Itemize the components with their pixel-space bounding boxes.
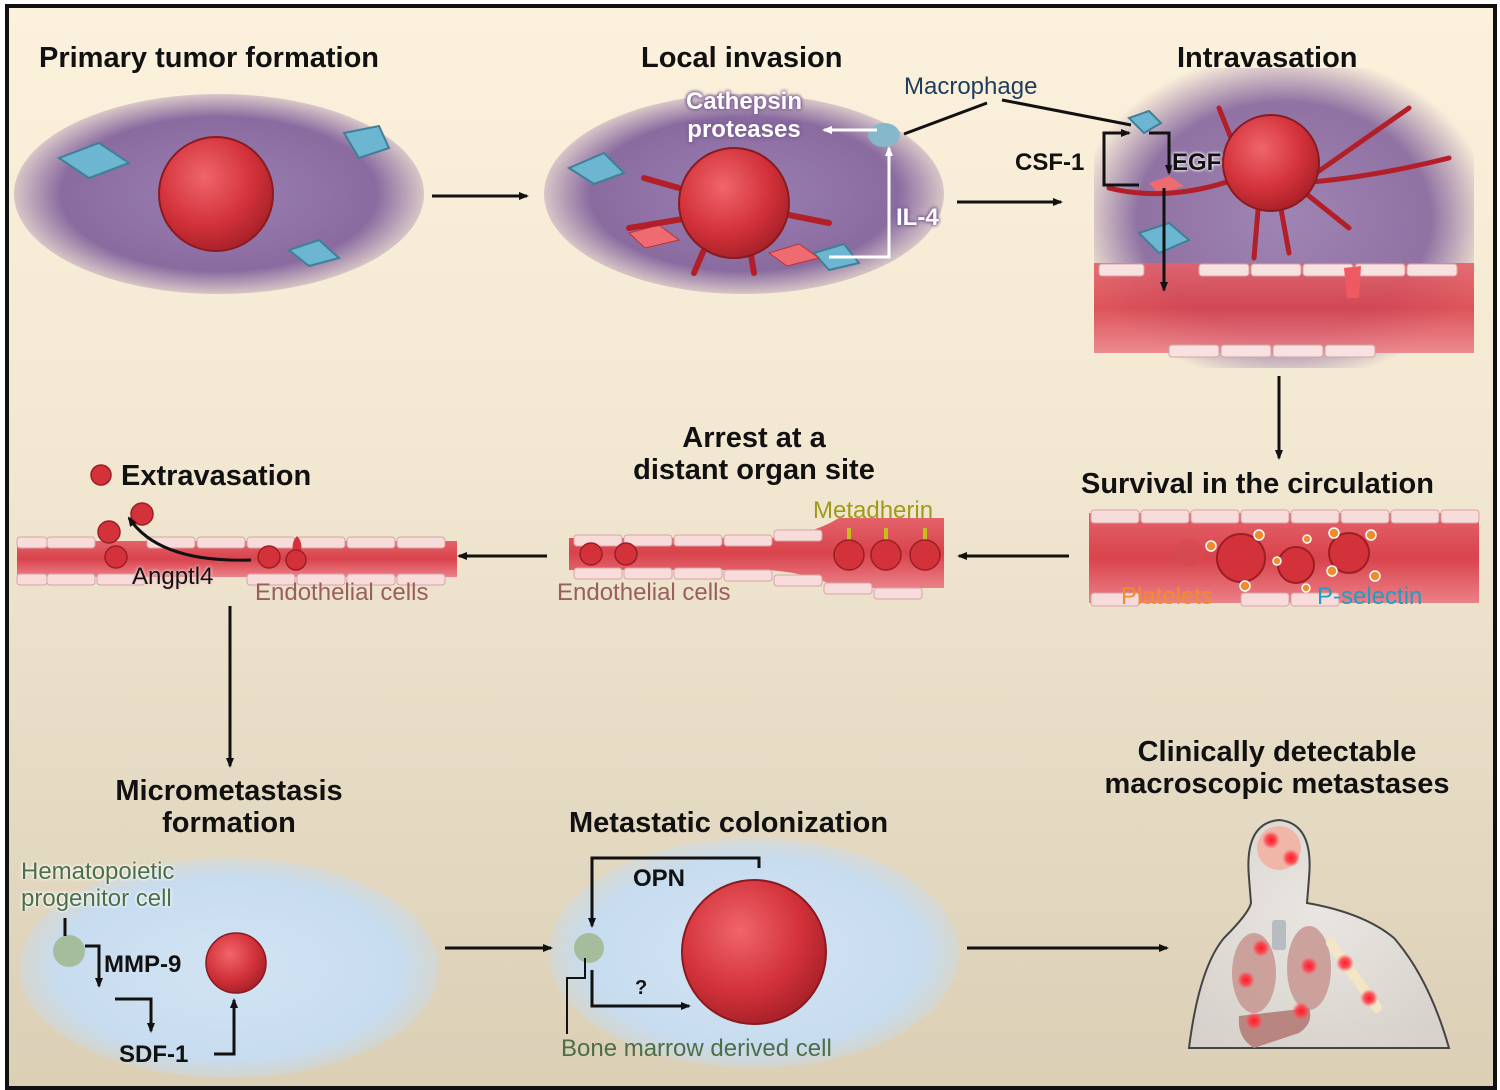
metastasis-hotspot-brain: [1282, 849, 1300, 867]
arrest-illustration: [569, 518, 944, 600]
stage-title-macroscopic-line2: macroscopic metastases: [1104, 768, 1450, 800]
metastasis-hotspot-lung: [1252, 939, 1270, 957]
angptl4-label: Angptl4: [132, 563, 214, 590]
bone-marrow-derived-cell-label: Bone marrow derived cell: [561, 1035, 832, 1062]
metastasis-hotspot-lung: [1237, 971, 1255, 989]
csf1-label: CSF-1: [1015, 149, 1085, 176]
circulating-tumor-cell: [1277, 546, 1315, 584]
stage-title-local-invasion: Local invasion: [641, 42, 843, 74]
colonization-illustration: [549, 838, 959, 1068]
extravasation-illustration: [16, 464, 457, 586]
macrophage-cell: [56, 141, 132, 180]
metastasis-hotspot-liver: [1245, 1012, 1263, 1030]
human-body-illustration: [1187, 818, 1451, 1049]
bone-marrow-derived-cell: [574, 933, 604, 963]
arrested-tumor-cell: [870, 539, 902, 571]
metastasis-hotspot-brain: [1262, 831, 1280, 849]
cathepsin-proteases-label: Cathepsin proteases: [674, 88, 814, 144]
cathepsin-line1: Cathepsin: [685, 88, 802, 115]
micrometastasis-illustration: [19, 858, 439, 1078]
stage-title-macroscopic-line1: Clinically detectable: [1137, 736, 1417, 768]
hematopoietic-line1: Hematopoietic: [21, 858, 175, 885]
unknown-factor-label: ?: [635, 977, 648, 999]
stage-title-intravasation: Intravasation: [1177, 42, 1358, 74]
cathepsin-line2: proteases: [687, 116, 801, 143]
tumor-cell-bullet-icon: [90, 464, 112, 486]
il4-label: IL-4: [896, 204, 939, 231]
arrested-tumor-cell: [909, 539, 941, 571]
endothelial-cells-label-arrest: Endothelial cells: [557, 579, 731, 606]
platelets-label: Platelets: [1121, 583, 1214, 610]
flow-arrows: [226, 192, 1283, 952]
stage-title-arrest-line2: distant organ site: [633, 454, 875, 486]
macrophage-cell: [868, 123, 900, 147]
opn-label: OPN: [633, 865, 686, 892]
metadherin-label: Metadherin: [813, 497, 934, 524]
mmp9-label: MMP-9: [104, 951, 182, 978]
p-selectin-label: P-selectin: [1317, 583, 1423, 610]
local-invasion-illustration: [544, 94, 944, 294]
stage-title-micrometastasis: Micrometastasis formation: [89, 775, 369, 839]
stage-title-micrometastasis-line2: formation: [162, 807, 296, 839]
stage-title-primary: Primary tumor formation: [39, 42, 379, 74]
colonizing-tumor: [681, 879, 827, 1025]
metastasis-hotspot-bone: [1360, 989, 1378, 1007]
invasive-tumor: [678, 147, 790, 259]
macrophage-label: Macrophage: [904, 73, 1038, 100]
angptl4-arrow: [127, 516, 252, 562]
stage-title-micrometastasis-line1: Micrometastasis: [115, 775, 343, 807]
trachea: [1272, 920, 1286, 950]
intravasating-tumor: [1222, 114, 1320, 212]
stage-title-survival: Survival in the circulation: [1081, 468, 1434, 500]
metastasis-hotspot-liver: [1292, 1002, 1310, 1020]
macrophage-cell: [342, 124, 391, 160]
stage-title-extravasation: Extravasation: [121, 460, 312, 492]
egf-label: EGF: [1172, 149, 1222, 176]
endothelial-cells-label-extravasation: Endothelial cells: [255, 579, 429, 606]
intravasation-illustration: [1094, 68, 1474, 368]
circulating-tumor-cell: [1216, 533, 1266, 583]
primary-tumor-illustration: [14, 94, 424, 294]
metastasis-diagram: Primary tumor formation Local invasion I…: [5, 4, 1497, 1090]
macrophage-cell: [286, 238, 342, 268]
macrophage-pointer: [1001, 98, 1132, 127]
metastasis-hotspot-lung: [1300, 957, 1318, 975]
metastasis-hotspots: [1237, 831, 1378, 1030]
stage-title-macroscopic: Clinically detectable macroscopic metast…: [1077, 736, 1477, 800]
stage-title-arrest: Arrest at a distant organ site: [609, 422, 899, 486]
circulation-illustration: [1089, 509, 1480, 607]
stage-title-arrest-line1: Arrest at a: [682, 422, 826, 454]
hematopoietic-line2: progenitor cell: [21, 885, 172, 912]
metastasis-hotspot-bone: [1336, 954, 1354, 972]
illustration-layer: [14, 68, 1480, 1078]
hematopoietic-progenitor-label: Hematopoietic progenitor cell: [21, 858, 174, 912]
micrometastasis-tumor: [205, 932, 267, 994]
arrested-tumor-cell: [833, 539, 865, 571]
circulating-tumor-cell: [1328, 532, 1370, 574]
hematopoietic-progenitor-cell: [53, 935, 85, 967]
sdf1-label: SDF-1: [119, 1041, 189, 1068]
primary-tumor: [158, 136, 274, 252]
stage-title-colonization: Metastatic colonization: [569, 807, 889, 839]
